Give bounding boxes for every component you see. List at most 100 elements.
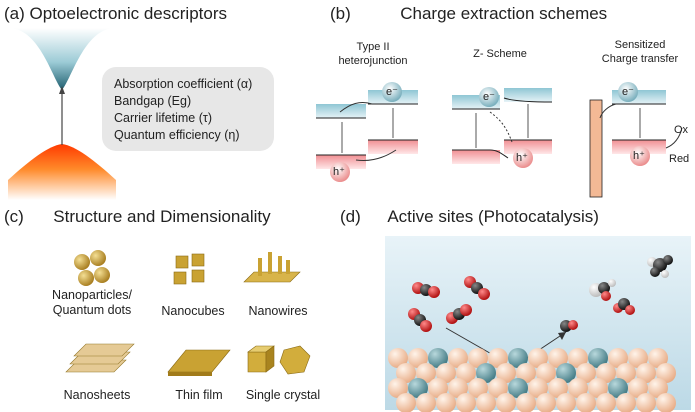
structure-thinfilm-label: Thin film [175,388,223,402]
scheme-type2-label: Type II heterojunction [318,40,428,68]
surface-atom [628,348,648,368]
surface-atom [516,363,536,383]
surface-atom [436,363,456,383]
structure-nanosheets-label: Nanosheets [63,388,131,402]
methane-molecule [647,255,673,278]
hole-ball [330,162,350,182]
formic-acid-molecule [613,298,635,315]
red-label: Red [669,153,690,165]
structure-nanoparticles-label: Nanoparticles/ Quantum dots [52,288,132,318]
panel-c-heading: Structure and Dimensionality [53,207,271,226]
scheme-sensitized [589,82,683,198]
surface-atom [408,348,428,368]
excitation-arrowhead [59,86,65,94]
scheme-type2 [316,82,418,182]
electron-label-1: e⁻ [386,86,398,98]
surface-atom [436,393,456,412]
active-site-atom [428,348,448,368]
co2-molecule-2 [464,276,490,300]
structure-nanowires-label: Nanowires [248,304,308,318]
scheme-type2-line2: heterojunction [338,55,408,67]
surface-atom [616,363,636,383]
surface-atom [628,378,648,398]
conduction-band-shape [10,28,114,90]
surface-atom [448,348,468,368]
nanocubes-icon [173,253,205,285]
co2-molecule-3 [408,308,432,332]
electron-ball [382,82,402,102]
scheme-z [452,87,553,168]
co-molecule [560,320,578,332]
ox-label: Ox [674,124,689,136]
structure-nanoparticles-line2: Quantum dots [52,303,132,317]
active-site-atom [588,348,608,368]
surface-atom [568,348,588,368]
panel-b-label: (b) [330,4,351,23]
panel-b-title: (b) Charge extraction schemes [330,4,607,24]
panel-a-label: (a) [4,4,25,23]
surface-atom [488,378,508,398]
catalyst-surface [388,348,676,412]
structure-nanocubes-label: Nanocubes [161,304,225,318]
surface-atom [496,363,516,383]
descriptor-bandgap: Bandgap (Eg) [114,94,192,108]
scheme-type2-line1: Type II [356,41,390,53]
scheme-sensitized-line2: Charge transfer [601,53,679,65]
surface-atom [596,393,616,412]
surface-atom [656,393,676,412]
surface-atom [416,393,436,412]
panel-a-title: (a) Optoelectronic descriptors [4,4,227,24]
co2-molecule-1 [412,282,440,298]
panel-a-heading: Optoelectronic descriptors [29,4,227,23]
hole-label-1: h⁺ [333,166,345,178]
structure-singlecrystal-label: Single crystal [245,388,321,402]
hole-label-3: h⁺ [633,150,645,162]
surface-atom [576,393,596,412]
surface-atom [568,378,588,398]
co2-molecule-4 [446,304,472,324]
scheme-sensitized-line1: Sensitized [614,39,666,51]
hole-label-2: h⁺ [516,152,528,164]
surface-atom [536,393,556,412]
surface-atom [576,363,596,383]
panel-c-title: (c) Structure and Dimensionality [4,207,271,227]
active-site-atom [556,363,576,383]
active-site-atom [508,348,528,368]
nanowires-icon [243,252,301,283]
surface-atom [468,348,488,368]
surface-atom [456,363,476,383]
panel-d-label: (d) [340,207,361,226]
electron-label-3: e⁻ [622,86,634,98]
surface-atom [516,393,536,412]
surface-atom [388,348,408,368]
nanoparticles-icon [74,250,110,286]
structure-nanoparticles-line1: Nanoparticles/ [52,288,132,302]
active-site-atom [508,378,528,398]
surface-atom [656,363,676,383]
surface-atom [636,363,656,383]
surface-atom [648,348,668,368]
panel-c-label: (c) [4,207,24,226]
descriptor-absorption: Absorption coefficient (α) [114,77,253,91]
methanol-molecule [589,279,616,301]
single-crystal-icon [247,345,311,375]
surface-atom [636,393,656,412]
surface-atom [396,393,416,412]
active-site-atom [608,378,628,398]
active-site-atom [408,378,428,398]
descriptor-lifetime: Carrier lifetime (τ) [114,111,212,125]
nanosheets-icon [65,343,135,373]
surface-atom [416,363,436,383]
surface-atom [596,363,616,383]
surface-atom [448,378,468,398]
valence-band-shape [8,144,116,200]
scheme-sensitized-label: Sensitized Charge transfer [585,38,695,66]
surface-atom [468,378,488,398]
surface-atom [528,348,548,368]
surface-atom [428,378,448,398]
surface-atom [476,393,496,412]
